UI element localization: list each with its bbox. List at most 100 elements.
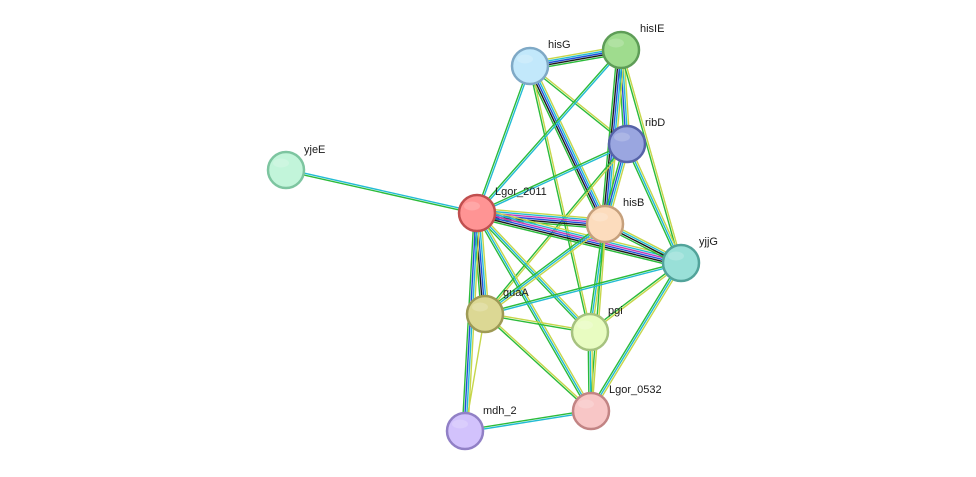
edge-strand-database [477, 65, 532, 215]
node-highlight [472, 302, 488, 312]
edge-strand-database [285, 168, 478, 213]
node-label: pgi [608, 305, 623, 317]
edge-strand-database [476, 209, 683, 261]
node-circle[interactable] [266, 150, 306, 190]
node-circle[interactable] [571, 391, 611, 431]
node-circle[interactable] [661, 243, 701, 283]
node-highlight [608, 38, 624, 48]
edge-strand-database [476, 212, 591, 333]
node-circle[interactable] [457, 193, 497, 233]
edge-strand-textmining [477, 210, 593, 332]
node-label: guaA [503, 287, 529, 299]
node-Lgor_0532[interactable]: Lgor_0532 [571, 384, 662, 431]
node-label: mdh_2 [483, 405, 517, 417]
edge-strand-database [484, 223, 606, 315]
edge-strand-textmining [477, 211, 594, 411]
edge-strand-neighborhood [475, 48, 621, 214]
node-label: Lgor_0532 [609, 384, 662, 396]
node-mdh_2[interactable]: mdh_2 [445, 405, 517, 451]
node-highlight [668, 251, 684, 261]
edge-strand-coexpression [527, 66, 604, 226]
edge-strand-neighborhood [484, 261, 682, 314]
edge-strand-database [476, 209, 606, 222]
edge-strand-textmining [628, 142, 684, 263]
node-ribD[interactable]: ribD [607, 117, 665, 164]
node-label: hisG [548, 39, 571, 51]
node-label: hisIE [640, 23, 664, 35]
edge-strand-neighborhood [483, 314, 592, 413]
edge-strand-database [531, 64, 608, 224]
edge-strand-database [484, 263, 682, 316]
edge-ribD-yjjG [624, 142, 684, 265]
node-label: hisB [623, 197, 644, 209]
edge-strand-neighborhood [464, 409, 592, 431]
node-circle[interactable] [585, 204, 625, 244]
node-circle[interactable] [445, 411, 485, 451]
edge-strand-database [464, 411, 592, 433]
edge-strand-neighborhood [474, 213, 590, 335]
edge-strand-database [626, 143, 682, 264]
node-highlight [273, 158, 289, 168]
edge-Lgor_2011-Lgor_0532 [474, 211, 594, 413]
edge-strand-neighborhood [285, 170, 478, 215]
node-highlight [577, 320, 593, 330]
edges-layer [285, 45, 684, 433]
edge-strand-neighborhood [475, 64, 530, 214]
node-circle[interactable] [607, 124, 647, 164]
edge-strand-neighborhood [525, 66, 603, 227]
node-highlight [614, 132, 630, 142]
edge-guaA-mdh_2 [464, 313, 486, 432]
node-pgi[interactable]: pgi [570, 305, 623, 352]
edge-strand-textmining [621, 49, 683, 264]
node-highlight [517, 54, 533, 64]
node-yjeE[interactable]: yjeE [266, 144, 325, 190]
edge-Lgor_2011-pgi [474, 210, 593, 335]
node-label: yjeE [304, 144, 325, 156]
node-yjjG[interactable]: yjjG [661, 236, 718, 283]
edge-hisG-hisB [525, 63, 610, 227]
node-circle[interactable] [510, 46, 550, 86]
node-circle[interactable] [570, 312, 610, 352]
node-guaA[interactable]: guaA [465, 287, 529, 334]
edge-strand-database [476, 144, 629, 215]
node-circle[interactable] [465, 294, 505, 334]
edge-strand-database [590, 262, 682, 412]
edge-strand-database [476, 212, 592, 412]
edge-yjeE-Lgor_2011 [285, 168, 478, 215]
node-highlight [578, 399, 594, 409]
edge-strand-cooccurrence [529, 65, 606, 225]
node-circle[interactable] [601, 30, 641, 70]
edge-strand-neighborhood [588, 261, 681, 411]
edge-strand-textmining [464, 313, 486, 432]
edge-strand-neighborhood [483, 142, 627, 315]
edge-strand-textmining [484, 312, 593, 411]
edge-strand-cooccurrence [476, 213, 682, 265]
edge-hisIE-yjjG [619, 49, 683, 264]
node-highlight [464, 201, 480, 211]
node-hisIE[interactable]: hisIE [601, 23, 664, 70]
node-label: ribD [645, 117, 665, 129]
node-Lgor_2011[interactable]: Lgor_2011 [457, 186, 547, 233]
edge-yjjG-guaA [484, 261, 682, 316]
edge-strand-textmining [532, 63, 610, 224]
edge-hisB-guaA [483, 221, 607, 317]
edge-hisIE-Lgor_2011 [475, 48, 623, 215]
edge-strand-neighborhood [474, 213, 591, 413]
edge-ribD-Lgor_2011 [475, 142, 629, 215]
edge-yjjG-Lgor_0532 [588, 261, 684, 413]
node-label: Lgor_2011 [495, 186, 547, 198]
node-highlight [452, 419, 468, 429]
edge-strand-neighborhood [624, 144, 680, 265]
edge-Lgor_0532-mdh_2 [464, 409, 592, 433]
edge-strand-neighborhood [475, 142, 628, 213]
edge-strand-textmining [485, 224, 607, 317]
edge-strand-neighborhood [619, 49, 681, 264]
node-hisG[interactable]: hisG [510, 39, 571, 86]
edge-strand-experiments [476, 211, 682, 263]
edge-strand-neighborhood [483, 221, 605, 314]
node-hisB[interactable]: hisB [585, 197, 644, 244]
node-label: yjjG [699, 236, 718, 248]
edge-hisG-Lgor_2011 [475, 64, 532, 215]
edge-strand-database [477, 49, 623, 215]
